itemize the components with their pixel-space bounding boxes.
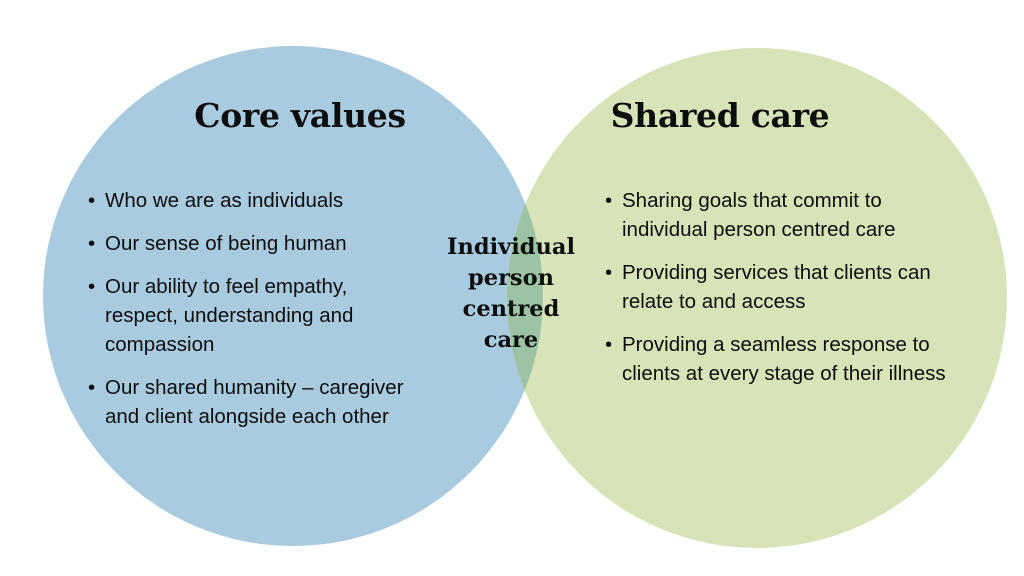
- list-item: Our shared humanity – caregiver and clie…: [88, 373, 418, 431]
- right-circle-title: Shared care: [610, 96, 830, 135]
- overlap-label-line: centred: [462, 296, 560, 322]
- left-circle-bullet-list: Who we are as individuals Our sense of b…: [88, 186, 418, 431]
- list-item: Our ability to feel empathy, respect, un…: [88, 272, 418, 359]
- list-item: Who we are as individuals: [88, 186, 418, 215]
- list-item: Our sense of being human: [88, 229, 418, 258]
- list-item: Providing a seamless response to clients…: [605, 330, 957, 388]
- right-circle-bullet-list: Sharing goals that commit to individual …: [605, 186, 957, 388]
- overlap-label: Individual person centred care: [437, 232, 585, 356]
- overlap-label-line: person: [468, 265, 554, 291]
- left-circle-title: Core values: [194, 96, 406, 135]
- list-item: Providing services that clients can rela…: [605, 258, 957, 316]
- overlap-label-line: care: [483, 327, 539, 353]
- overlap-label-line: Individual: [446, 234, 575, 260]
- list-item: Sharing goals that commit to individual …: [605, 186, 957, 244]
